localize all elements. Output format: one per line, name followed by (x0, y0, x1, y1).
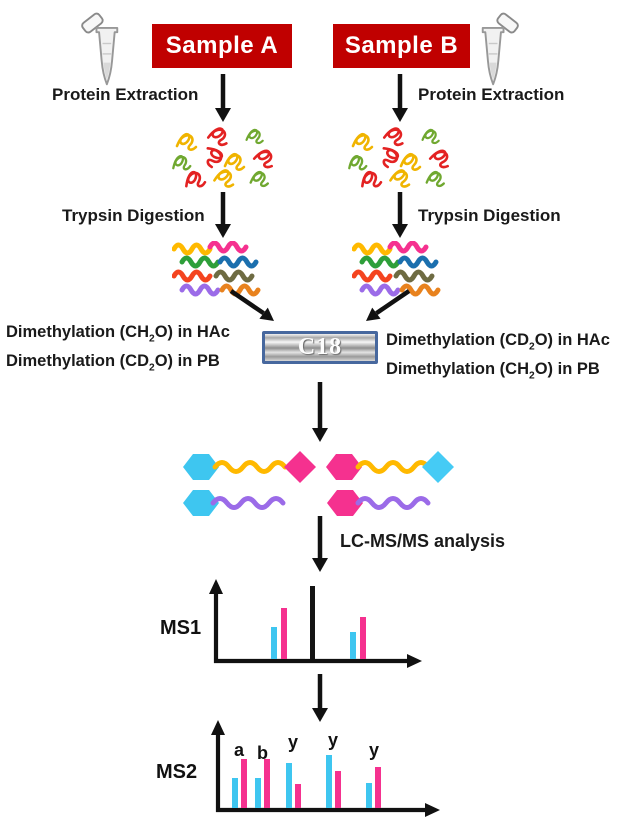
sample-b-box: Sample B (333, 24, 470, 68)
sample-a-label: Sample A (165, 32, 279, 59)
black-peak-bar (310, 586, 315, 659)
down-arrow (312, 516, 328, 572)
down-arrow (392, 192, 408, 238)
cyan-peak-bar (366, 783, 372, 808)
protein-cluster (170, 124, 278, 190)
trypsin-digestion-label-left: Trypsin Digestion (62, 206, 205, 225)
dimethylation-right-line1: Dimethylation (CD2O) in HAc (386, 331, 610, 353)
sample-b-label: Sample B (344, 32, 459, 59)
protein-cluster (346, 124, 454, 190)
pink-peak-bar (375, 767, 381, 808)
cyan-peak-bar (326, 755, 332, 808)
tube-icon (481, 12, 519, 86)
tube-icon (81, 12, 119, 86)
trypsin-digestion-label-right: Trypsin Digestion (418, 206, 561, 225)
fragment-ion-label: b (257, 743, 268, 763)
fragment-ion-label: y (328, 730, 339, 750)
cyan-peak-bar (286, 763, 292, 808)
ms1-spectrum (205, 578, 425, 670)
pink-peak-bar (360, 617, 366, 659)
c18-column: C18 (262, 331, 378, 364)
dimethylation-left-line1: Dimethylation (CH2O) in HAc (6, 323, 230, 345)
dimethylation-label-right: Dimethylation (CD2O) in HAc Dimethylatio… (386, 329, 610, 388)
cyan-diamond-tag (422, 451, 454, 483)
c18-label: C18 (297, 334, 343, 360)
pink-peak-bar (241, 759, 247, 808)
ms1-axes (209, 579, 422, 668)
diagonal-arrow-right (366, 289, 411, 321)
down-arrow (215, 192, 231, 238)
sample-a-box: Sample A (152, 24, 292, 68)
labeled-peptides (183, 451, 454, 516)
ms2-axes (211, 720, 440, 817)
cyan-peak-bar (350, 632, 356, 659)
down-arrow (392, 74, 408, 122)
down-arrow (312, 382, 328, 442)
diagonal-arrow-left (229, 289, 274, 321)
fragment-ion-label: y (288, 732, 299, 752)
dimethylation-right-line2: Dimethylation (CH2O) in PB (386, 360, 600, 382)
cyan-peak-bar (271, 627, 277, 659)
dimethylation-label-left: Dimethylation (CH2O) in HAc Dimethylatio… (6, 321, 230, 380)
dimethylation-left-line2: Dimethylation (CD2O) in PB (6, 352, 220, 374)
pink-peak-bar (295, 784, 301, 808)
pink-diamond-tag (284, 451, 316, 483)
cyan-peak-bar (232, 778, 238, 808)
down-arrow (312, 674, 328, 722)
fragment-ion-label: y (369, 740, 380, 760)
pink-peak-bar (281, 608, 287, 659)
protein-extraction-label-left: Protein Extraction (52, 85, 199, 104)
cyan-peak-bar (255, 778, 261, 808)
pink-peak-bar (335, 771, 341, 808)
ms1-title: MS1 (160, 617, 202, 639)
fragment-ion-label: a (234, 740, 245, 760)
protein-extraction-label-right: Protein Extraction (418, 85, 565, 104)
pink-peak-bar (264, 759, 270, 808)
down-arrow (215, 74, 231, 122)
lcms-analysis-label: LC-MS/MS analysis (340, 531, 506, 551)
ms2-title: MS2 (156, 761, 198, 783)
